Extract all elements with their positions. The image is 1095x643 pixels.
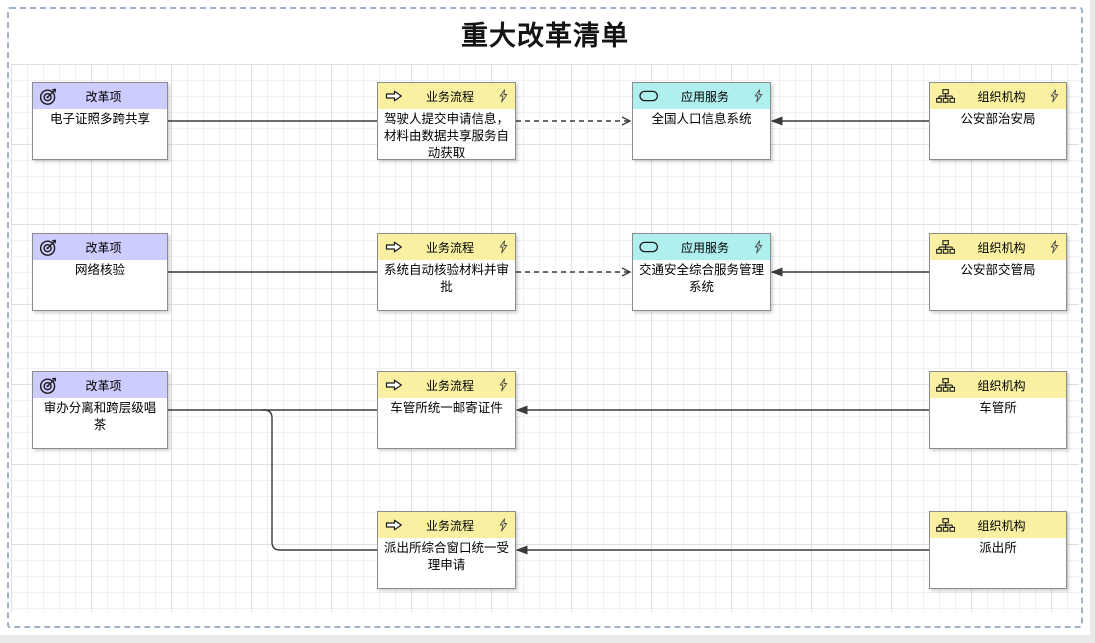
node-type-label: 应用服务 (680, 89, 729, 104)
node-title: 派出所 (979, 541, 1017, 555)
node-type-label: 业务流程 (425, 378, 474, 393)
header-spacer (148, 86, 162, 106)
target-icon (38, 237, 59, 257)
header-spacer (1047, 375, 1061, 395)
node-reform-3[interactable]: 改革项审办分离和跨层级唱茶 (32, 371, 168, 449)
node-type-label: 应用服务 (680, 240, 729, 255)
application-service-icon (638, 237, 659, 257)
node-type-label: 改革项 (85, 89, 122, 104)
node-title: 电子证照多跨共享 (49, 112, 150, 126)
node-title: 车管所统一邮寄证件 (390, 401, 503, 415)
target-icon (38, 86, 59, 106)
node-reform-2[interactable]: 改革项网络核验 (32, 233, 168, 311)
node-header: 改革项 (33, 234, 167, 260)
node-type-label: 改革项 (85, 378, 122, 393)
lightning-icon (1047, 237, 1061, 257)
node-title: 审办分离和跨层级唱茶 (43, 401, 157, 432)
node-reform-1[interactable]: 改革项电子证照多跨共享 (32, 82, 168, 160)
lightning-icon (751, 86, 765, 106)
node-header: 改革项 (33, 372, 167, 398)
node-title: 系统自动核验材料并审批 (384, 263, 510, 294)
grid-background (11, 64, 1079, 612)
org-chart-icon (935, 237, 956, 257)
node-title: 派出所综合窗口统一受理申请 (384, 541, 510, 572)
node-header: 业务流程 (378, 83, 515, 109)
node-title: 公安部交管局 (960, 263, 1036, 277)
org-chart-icon (935, 86, 956, 106)
header-spacer (148, 237, 162, 257)
node-process-2[interactable]: 业务流程系统自动核验材料并审批 (377, 233, 516, 311)
org-chart-icon (935, 515, 956, 535)
node-header: 应用服务 (633, 83, 770, 109)
lightning-icon (751, 237, 765, 257)
lightning-icon (496, 375, 510, 395)
node-header: 改革项 (33, 83, 167, 109)
node-type-label: 组织机构 (977, 89, 1026, 104)
node-title: 公安部治安局 (960, 112, 1036, 126)
org-chart-icon (935, 375, 956, 395)
node-title: 交通安全综合服务管理系统 (639, 263, 765, 294)
node-org-3[interactable]: 组织机构车管所 (929, 371, 1067, 449)
node-type-label: 业务流程 (425, 240, 474, 255)
node-title: 全国人口信息系统 (651, 112, 752, 126)
node-header: 业务流程 (378, 512, 515, 538)
node-service-2[interactable]: 应用服务交通安全综合服务管理系统 (632, 233, 771, 311)
process-arrow-icon (383, 515, 404, 535)
node-type-label: 组织机构 (977, 518, 1026, 533)
edge-reform-3-process-4 (262, 409, 378, 551)
header-spacer (1047, 515, 1061, 535)
node-type-label: 改革项 (85, 240, 122, 255)
node-header: 业务流程 (378, 372, 515, 398)
node-service-1[interactable]: 应用服务全国人口信息系统 (632, 82, 771, 160)
lightning-icon (496, 237, 510, 257)
node-org-4[interactable]: 组织机构派出所 (929, 511, 1067, 589)
node-title: 驾驶人提交申请信息，材料由数据共享服务自动获取 (384, 112, 510, 160)
node-type-label: 组织机构 (977, 378, 1026, 393)
node-header: 组织机构 (930, 234, 1066, 260)
node-header: 应用服务 (633, 234, 770, 260)
lightning-icon (496, 86, 510, 106)
node-type-label: 业务流程 (425, 89, 474, 104)
node-org-2[interactable]: 组织机构公安部交管局 (929, 233, 1067, 311)
node-process-3[interactable]: 业务流程车管所统一邮寄证件 (377, 371, 516, 449)
application-service-icon (638, 86, 659, 106)
lightning-icon (1047, 86, 1061, 106)
target-icon (38, 375, 59, 395)
node-org-1[interactable]: 组织机构公安部治安局 (929, 82, 1067, 160)
node-header: 组织机构 (930, 512, 1066, 538)
process-arrow-icon (383, 237, 404, 257)
diagram-title: 重大改革清单 (461, 21, 629, 51)
node-type-label: 业务流程 (425, 518, 474, 533)
node-header: 组织机构 (930, 372, 1066, 398)
node-header: 组织机构 (930, 83, 1066, 109)
process-arrow-icon (383, 375, 404, 395)
lightning-icon (496, 515, 510, 535)
node-process-4[interactable]: 业务流程派出所综合窗口统一受理申请 (377, 511, 516, 589)
node-process-1[interactable]: 业务流程驾驶人提交申请信息，材料由数据共享服务自动获取 (377, 82, 516, 160)
header-spacer (148, 375, 162, 395)
process-arrow-icon (383, 86, 404, 106)
node-header: 业务流程 (378, 234, 515, 260)
node-type-label: 组织机构 (977, 240, 1026, 255)
page-border (7, 7, 1083, 628)
node-title: 网络核验 (74, 263, 125, 277)
node-title: 车管所 (979, 401, 1017, 415)
